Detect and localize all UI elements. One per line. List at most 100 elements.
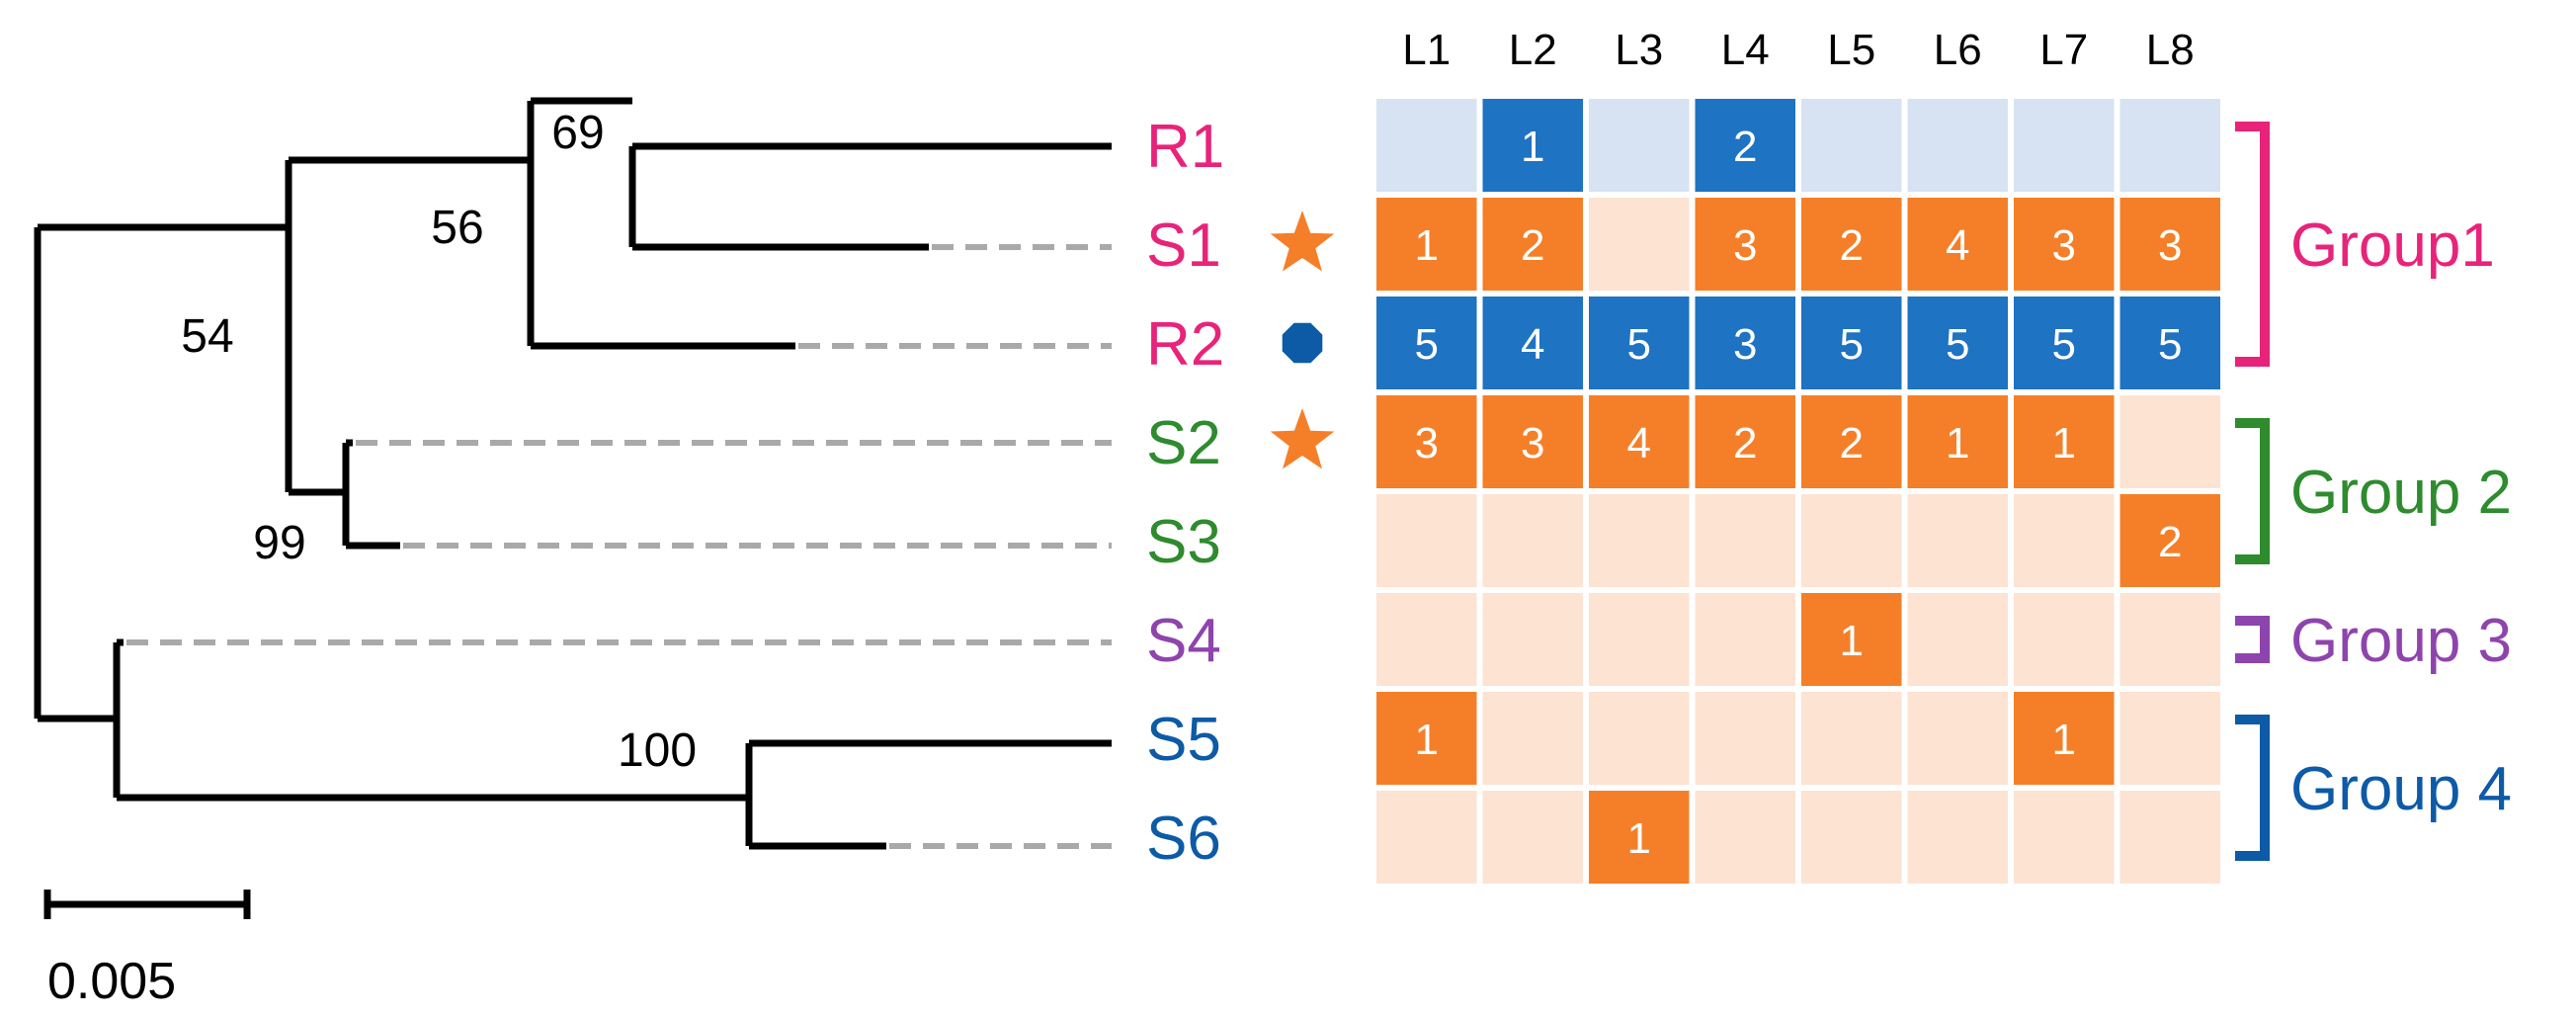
- heatmap-cell: [2119, 692, 2220, 785]
- heatmap-cell-value: 3: [2052, 221, 2076, 270]
- bootstrap-values: 69 56 54 99 100: [181, 107, 697, 777]
- heatmap-cell: [1376, 99, 1477, 192]
- heatmap-cell: [1695, 198, 1795, 291]
- heatmap-cell: [1376, 593, 1477, 686]
- heatmap-cell-value: 4: [1627, 419, 1651, 467]
- heatmap-cell: [2014, 297, 2115, 389]
- heatmap-cell: [2119, 395, 2220, 488]
- heatmap-cell: [1482, 198, 1583, 291]
- heatmap-cell: [2014, 692, 2115, 785]
- heatmap-cell: [1482, 395, 1583, 488]
- heatmap-cell: [1907, 297, 2008, 389]
- taxon-label-s6: S6: [1146, 805, 1221, 873]
- heatmap-cell: [1907, 395, 2008, 488]
- heatmap-cell-value: 5: [1946, 320, 1969, 369]
- heatmap-cell: [2119, 494, 2220, 587]
- column-header-l2: L2: [1509, 26, 1557, 74]
- heatmap-cell: [1801, 593, 1902, 686]
- heatmap-cell: [1695, 692, 1795, 785]
- column-header-l6: L6: [1934, 26, 1982, 74]
- heatmap-cell-value: 1: [1840, 617, 1864, 665]
- taxon-label-s5: S5: [1146, 706, 1221, 774]
- heatmap-cell: [2014, 198, 2115, 291]
- heatmap-cell-value: 4: [1946, 221, 1969, 270]
- heatmap-cell: [1695, 297, 1795, 389]
- group-label-4: Group 4: [2290, 755, 2512, 823]
- heatmap-cell: [2119, 297, 2220, 389]
- heatmap-cell: [1695, 593, 1795, 686]
- heatmap-cell: [1482, 791, 1583, 884]
- heatmap-cell: [1376, 692, 1477, 785]
- heatmap-cell-value: 5: [1840, 320, 1864, 369]
- heatmap-cell-value: 3: [1415, 419, 1439, 467]
- scale-bar-label: 0.005: [47, 953, 176, 1010]
- group-bracket-3: [2235, 616, 2270, 663]
- heatmap-cell: [1589, 395, 1690, 488]
- group-label-3: Group 3: [2290, 607, 2512, 675]
- heatmap-cell: [1695, 791, 1795, 884]
- taxon-label-s1: S1: [1146, 212, 1221, 280]
- heatmap-cell: [2119, 99, 2220, 192]
- dashed-branch-extensions: [126, 244, 1112, 849]
- heatmap-cell: [1482, 297, 1583, 389]
- bootstrap-value-69: 69: [551, 107, 604, 159]
- heatmap-cell-value: 2: [1840, 419, 1864, 467]
- group-bracket-2: [2235, 418, 2270, 564]
- heatmap-cell-value: 1: [1415, 221, 1439, 270]
- column-header-l8: L8: [2146, 26, 2195, 74]
- heatmap-cell-value: 2: [1521, 221, 1544, 270]
- heatmap-cell: [1801, 395, 1902, 488]
- circle-icon: [1282, 322, 1323, 364]
- heatmap-cell-value: 2: [1733, 123, 1757, 171]
- heatmap-cell-value: 1: [1521, 123, 1544, 171]
- heatmap-cell-value: 3: [1733, 221, 1757, 270]
- heatmap-cell: [1376, 198, 1477, 291]
- bootstrap-value-99: 99: [253, 517, 305, 569]
- heatmap-cell: [1589, 692, 1690, 785]
- heatmap-cell: [1801, 692, 1902, 785]
- heatmap-cell: [1376, 494, 1477, 587]
- heatmap-cell-value: 5: [1415, 320, 1439, 369]
- heatmap-cell: [1589, 494, 1690, 587]
- heatmap-cell: [2014, 99, 2115, 192]
- heatmap-cell-value: 1: [1946, 419, 1969, 467]
- heatmap-cell: [1376, 297, 1477, 389]
- column-header-l4: L4: [1721, 26, 1770, 74]
- heatmap-cell-value: 1: [1627, 814, 1651, 863]
- column-header-l1: L1: [1402, 26, 1451, 74]
- heatmap-cell: [1907, 791, 2008, 884]
- heatmap-cell: [2119, 593, 2220, 686]
- heatmap-cell: [1801, 494, 1902, 587]
- heatmap-cell: [1589, 791, 1690, 884]
- phylogenetic-tree: [34, 97, 1112, 850]
- heatmap-cell-value: 3: [1521, 419, 1544, 467]
- heatmap-cell: [1589, 99, 1690, 192]
- star-icon: [1270, 211, 1335, 272]
- heatmap-cell: [2014, 593, 2115, 686]
- heatmap-cell-value: 1: [1415, 716, 1439, 764]
- heatmap-cell: [1907, 494, 2008, 587]
- heatmap-cell-value: 1: [2052, 716, 2076, 764]
- column-header-l3: L3: [1615, 26, 1663, 74]
- heatmap-cell-value: 5: [1627, 320, 1651, 369]
- heatmap-cell: [1801, 791, 1902, 884]
- group-label-1: Group1: [2290, 212, 2495, 280]
- heatmap-cell: [1801, 297, 1902, 389]
- heatmap-cell: [1907, 99, 2008, 192]
- heatmap-cell: [1589, 593, 1690, 686]
- heatmap-cell: [2014, 791, 2115, 884]
- heatmap-cell: [1907, 593, 2008, 686]
- taxon-label-r2: R2: [1146, 310, 1224, 379]
- heatmap-cell-value: 5: [2052, 320, 2076, 369]
- taxon-label-s2: S2: [1146, 409, 1221, 477]
- heatmap-cell: [1589, 198, 1690, 291]
- heatmap-cell: [2014, 494, 2115, 587]
- heatmap-cell: [2014, 395, 2115, 488]
- taxon-label-r1: R1: [1146, 113, 1224, 181]
- group-bracket-4: [2235, 715, 2270, 861]
- scale-bar: 0.005: [43, 890, 251, 1010]
- heatmap-cell: [1482, 494, 1583, 587]
